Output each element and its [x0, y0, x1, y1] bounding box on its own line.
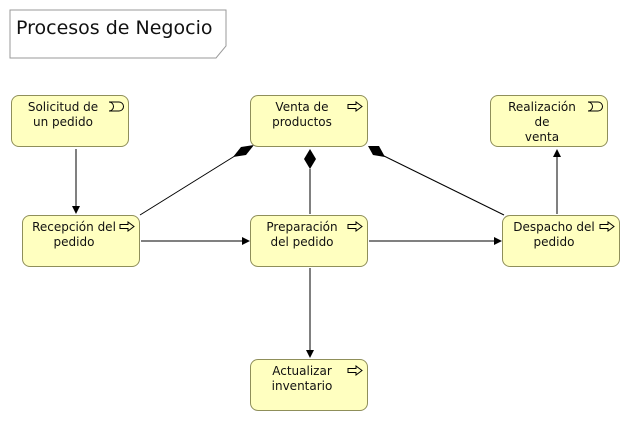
process-arrow-icon [119, 221, 135, 232]
node-realizacion[interactable]: Realización de venta [490, 95, 608, 147]
event-icon [587, 101, 603, 112]
process-arrow-icon [347, 101, 363, 112]
edge-recepcion-venta [139, 153, 239, 216]
node-despacho[interactable]: Despacho del pedido [502, 215, 620, 267]
process-arrow-icon [599, 221, 615, 232]
node-label: Despacho del pedido [513, 220, 595, 249]
node-actualizar[interactable]: Actualizar inventario [250, 359, 368, 411]
node-venta[interactable]: Venta de productos [250, 95, 368, 147]
event-icon [108, 101, 124, 112]
node-label: Venta de productos [272, 100, 332, 129]
process-arrow-icon [347, 221, 363, 232]
node-label: Preparación del pedido [266, 220, 338, 249]
composition-diamond-despacho [368, 146, 385, 157]
node-label: Recepción del pedido [32, 220, 116, 249]
composition-diamond-preparacion [304, 149, 316, 169]
node-label: Realización de venta [508, 100, 576, 144]
node-recepcion[interactable]: Recepción del pedido [22, 215, 140, 267]
node-label: Solicitud de un pedido [27, 100, 99, 129]
node-preparacion[interactable]: Preparación del pedido [250, 215, 368, 267]
process-arrow-icon [347, 365, 363, 376]
title-frame [9, 9, 227, 59]
node-solicitud[interactable]: Solicitud de un pedido [11, 95, 129, 147]
page-title: Procesos de Negocio [16, 17, 213, 39]
edge-despacho-venta [381, 154, 505, 216]
composition-diamond-recepcion [233, 145, 254, 157]
node-label: Actualizar inventario [271, 364, 333, 393]
